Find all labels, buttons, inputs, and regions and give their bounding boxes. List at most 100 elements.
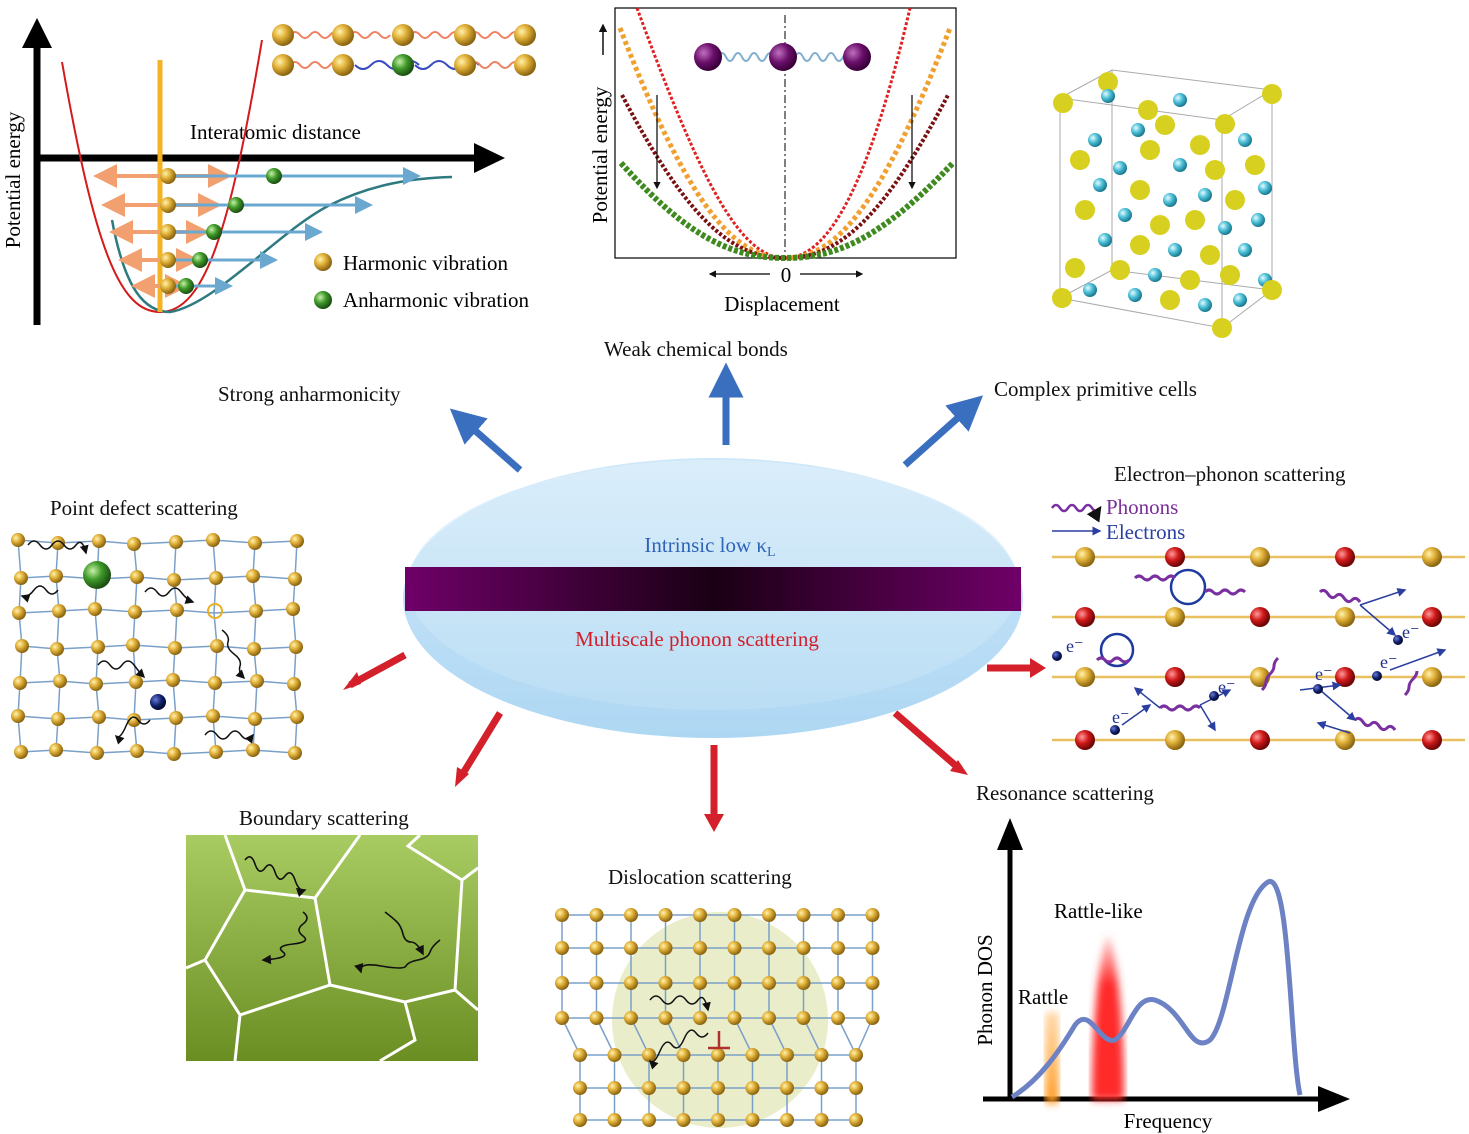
crystal-atom — [1098, 72, 1118, 92]
dos-curve — [1010, 879, 1303, 1100]
lattice-atom — [127, 537, 141, 551]
lattice-atom — [130, 744, 144, 758]
label-weak-bonds: Weak chemical bonds — [604, 337, 788, 361]
legend-anharmonic-icon — [314, 291, 332, 309]
lattice-atom — [11, 709, 25, 723]
lattice-atom — [658, 1011, 673, 1025]
lattice-atom — [624, 1011, 638, 1025]
lattice-atom — [607, 1081, 622, 1095]
lattice-atom — [1165, 730, 1185, 750]
lattice-atom — [589, 976, 604, 990]
crystal-atom — [1088, 133, 1102, 147]
lattice-atom — [127, 713, 141, 727]
lattice-atom — [831, 908, 845, 922]
electron-label: e⁻ — [1112, 707, 1130, 727]
crystal-atom — [1113, 161, 1127, 175]
lattice-atom — [745, 1048, 760, 1062]
lattice-atom — [865, 1011, 880, 1025]
anharmonicity-panel: Potential energy Interatomic distance — [1, 18, 536, 325]
lattice-atom — [693, 908, 707, 922]
lattice-atom — [555, 941, 569, 955]
lattice-atom — [248, 536, 262, 550]
lattice-atom — [727, 1011, 742, 1025]
lattice-atom — [1250, 730, 1270, 750]
crystal-atom — [1198, 298, 1212, 312]
lattice-atom — [762, 976, 776, 990]
crystal-atom — [1053, 93, 1073, 113]
substitutional-defect — [83, 561, 111, 589]
crystal-atom — [1245, 155, 1265, 175]
lattice-atom — [49, 569, 63, 583]
lattice-atom — [91, 640, 105, 654]
lattice-atom — [51, 712, 65, 726]
lattice-atom — [589, 908, 604, 922]
crystal-atom — [1258, 181, 1272, 195]
lattice-atom — [711, 1113, 725, 1127]
arrow-to-complex-cells — [902, 395, 984, 468]
lattice-atom — [290, 534, 304, 548]
lattice-atom — [167, 573, 181, 587]
crystal-atom — [1205, 160, 1225, 180]
dislocation-symbol — [708, 1031, 730, 1050]
lattice-atom — [658, 941, 673, 955]
lattice-atom — [796, 908, 811, 922]
lattice-atom — [865, 941, 880, 955]
lattice-atom — [1335, 730, 1355, 750]
lattice-atom — [53, 674, 67, 688]
crystal-atom — [1225, 190, 1245, 210]
lattice-atom — [1422, 547, 1442, 567]
lattice-atom — [1165, 607, 1185, 627]
lattice-atom — [15, 639, 29, 653]
lattice-atom — [780, 1048, 794, 1062]
lattice-atom — [831, 976, 845, 990]
anharmonic-ylabel: Potential energy — [1, 111, 25, 248]
lattice-atom — [642, 1081, 656, 1095]
crystal-atom — [1173, 158, 1187, 172]
vacancy — [207, 603, 223, 619]
lattice-atom — [796, 1011, 811, 1025]
lattice-atom — [865, 908, 880, 922]
crystal-atom — [1238, 243, 1252, 257]
legend-harmonic: Harmonic vibration — [343, 251, 509, 275]
lattice-atom — [814, 1113, 829, 1127]
legend-phonons: Phonons — [1106, 495, 1178, 519]
anharmonic-xlabel: Interatomic distance — [190, 120, 361, 144]
lattice-atom — [49, 743, 63, 757]
lattice-atom — [745, 1081, 760, 1095]
lattice-atom — [167, 747, 181, 761]
label-dislocation: Dislocation scattering — [608, 865, 792, 889]
lattice-atom — [711, 1081, 725, 1095]
lattice-atom — [126, 638, 140, 652]
lattice-atom — [90, 746, 104, 760]
lattice-atom — [780, 1081, 794, 1095]
lattice-atom — [247, 642, 261, 656]
label-point-defect: Point defect scattering — [50, 496, 238, 520]
lattice-atom — [849, 1048, 863, 1062]
lattice-atom — [250, 674, 264, 688]
lattice-atom — [1165, 547, 1185, 567]
crystal-atom — [1160, 290, 1180, 310]
legend-harmonic-icon — [314, 253, 332, 271]
lattice-atom — [555, 1011, 569, 1025]
lattice-atom — [1075, 667, 1095, 687]
lattice-atom — [52, 604, 66, 618]
center-title-sub: L — [767, 545, 776, 560]
lattice-atom — [14, 745, 28, 759]
lattice-atom — [129, 675, 143, 689]
rattle-label: Rattle — [1018, 985, 1068, 1009]
crystal-atom — [1150, 215, 1170, 235]
crystal-atom — [1233, 293, 1247, 307]
crystal-atom — [1190, 135, 1210, 155]
crystal-atom — [1155, 115, 1175, 135]
lattice-atom — [209, 571, 223, 585]
lattice-atom — [1075, 607, 1095, 627]
crystal-atom — [1220, 265, 1240, 285]
legend-electrons: Electrons — [1106, 520, 1185, 544]
crystal-atom — [1138, 100, 1158, 120]
lattice-atom — [676, 1081, 691, 1095]
lattice-atom — [849, 1113, 863, 1127]
lattice-atom — [573, 1048, 587, 1062]
crystal-atom — [1128, 288, 1142, 302]
lattice-atom — [745, 1113, 760, 1127]
